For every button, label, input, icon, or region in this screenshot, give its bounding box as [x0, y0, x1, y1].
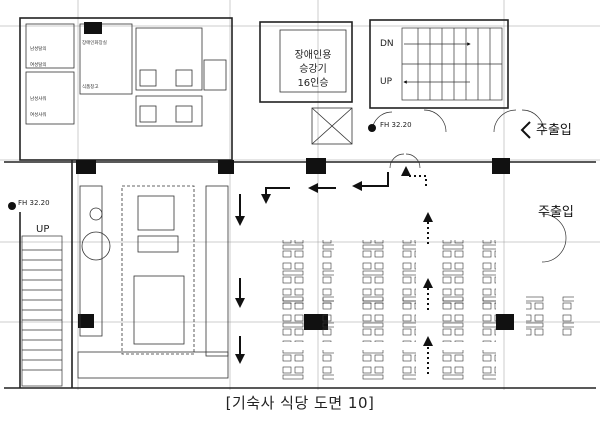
entrance-right-label: 주출입: [538, 205, 574, 220]
room-a-label: 장애인화장실: [82, 39, 107, 46]
kitchen-area: [77, 185, 229, 379]
elevator: [279, 29, 353, 145]
room-c3-label: 남성샤워: [30, 95, 47, 102]
flow-arrows-dotted: [401, 166, 433, 374]
restroom-area: [25, 23, 227, 127]
figure-caption: [기숙사 식당 도면 10]: [225, 394, 375, 412]
entrance-chevron-icon: [520, 121, 531, 139]
dining-tables: [276, 240, 574, 380]
fh-right-label: FH 32.20: [380, 121, 412, 129]
left-up-label: UP: [36, 224, 49, 235]
room-c2-label: 여성탈의: [30, 61, 47, 68]
elevator-label-line1: 장애인용: [295, 49, 332, 61]
elevator-label-line2: 승강기: [299, 63, 327, 75]
fh-left-label: FH 32.20: [18, 199, 50, 207]
stair-dn-label: DN: [380, 39, 394, 49]
room-b-label: 식품창고: [82, 83, 99, 90]
elevator-label-line3: 16인승: [297, 77, 328, 89]
room-c1-label: 남성탈의: [30, 45, 47, 52]
flow-arrows-solid: [235, 172, 389, 364]
room-c4-label: 여성샤워: [30, 111, 47, 118]
left-stair: [21, 235, 63, 387]
level-marker-icon: [8, 124, 376, 210]
right-stair: [401, 27, 503, 101]
stair-up-label: UP: [380, 77, 393, 87]
entrance-top-label: 주출입: [536, 123, 572, 138]
